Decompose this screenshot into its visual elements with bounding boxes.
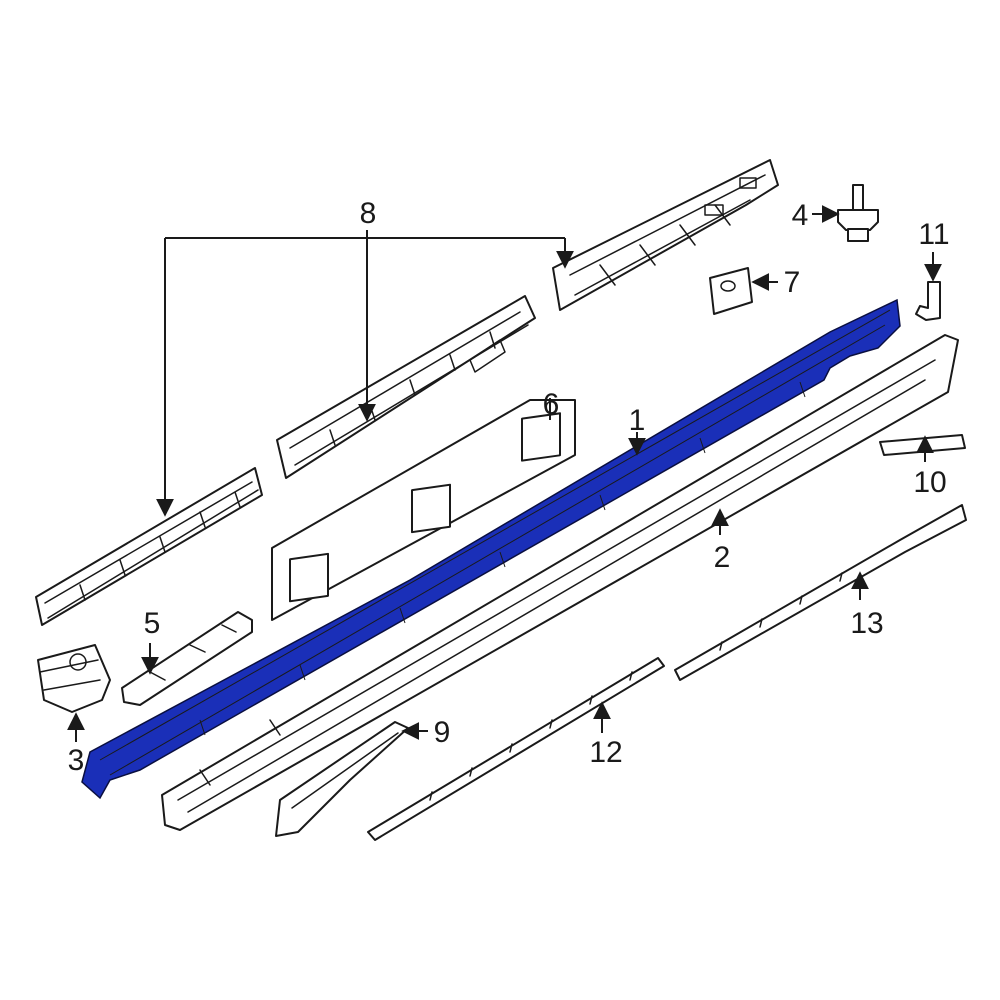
part-11-pin [915, 281, 941, 321]
part-7-clip [709, 267, 753, 315]
callout-labels: 1 2 3 4 5 6 7 8 9 10 11 12 13 [68, 197, 950, 777]
callout-2: 2 [714, 541, 731, 574]
part-8-front-rail [35, 467, 263, 626]
callout-4: 4 [792, 199, 809, 232]
part-12-molding [367, 657, 665, 841]
callout-13: 13 [850, 607, 883, 640]
callout-10: 10 [913, 466, 946, 499]
part-10-strip [879, 434, 966, 456]
callout-5: 5 [144, 607, 161, 640]
part-8-rear-rail [552, 159, 779, 311]
part-1-rocker-reinforcement [81, 298, 901, 800]
callout-12: 12 [589, 736, 622, 769]
callout-8: 8 [360, 197, 377, 230]
callout-9: 9 [434, 716, 451, 749]
part-2-rocker-cover [161, 334, 959, 831]
callout-3: 3 [68, 744, 85, 777]
part-4-bolt [837, 184, 879, 242]
leader-lines [67, 205, 942, 742]
part-13-molding [674, 504, 967, 681]
callout-7: 7 [784, 266, 801, 299]
part-6-clip-panel [271, 399, 576, 621]
callout-11: 11 [918, 218, 949, 251]
part-5-bracket [121, 611, 253, 706]
part-3-end-cap [37, 644, 111, 713]
part-9-front-trim [275, 721, 409, 837]
callout-6: 6 [543, 388, 560, 421]
callout-1: 1 [629, 404, 646, 437]
